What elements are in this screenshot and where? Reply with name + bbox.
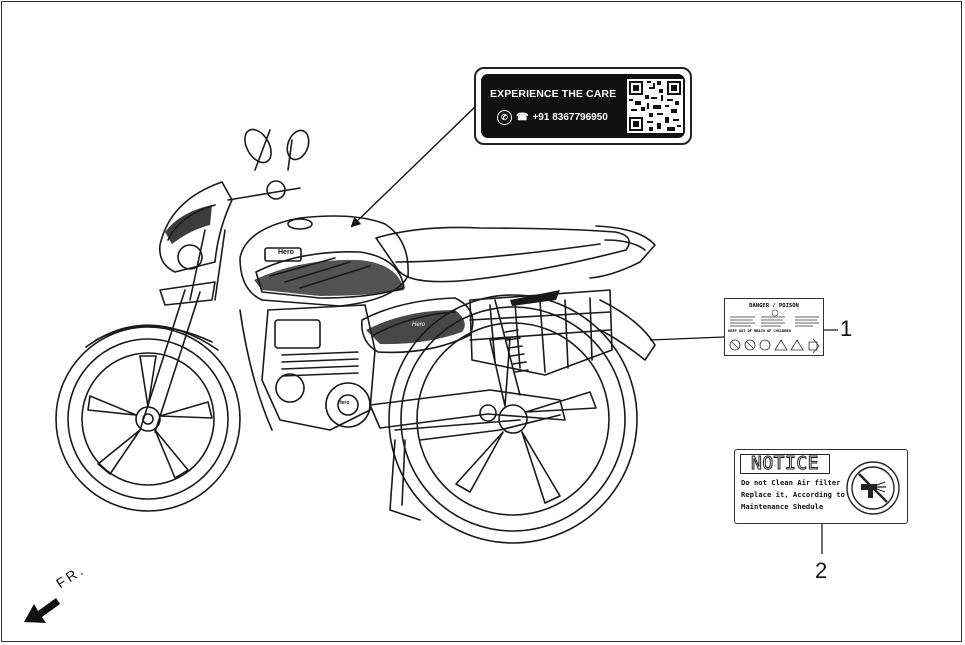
qr-code [627,79,683,133]
callout-1-leader [649,336,725,341]
danger-poison-label: DANGER / POISON KEEP OUT OF REACH OF CHI… [724,298,824,356]
whatsapp-icon: ✆ [497,110,512,125]
callout-2: 2 [815,558,828,583]
care-label-title: EXPERIENCE THE CARE [490,88,617,100]
danger-label-fine-print [730,309,819,327]
phone-icon: ☎ [516,112,529,123]
danger-label-title: DANGER / POISON [749,303,799,309]
care-label-phone-row: ✆ ☎ +91 8367796950 [497,110,608,125]
care-label: EXPERIENCE THE CARE ✆ ☎ +91 8367796950 [474,67,692,145]
side-brand-text: Hero [412,322,426,328]
danger-label-keep-out: KEEP OUT OF REACH OF CHILDREN [728,329,791,333]
notice-label: NOTICE Do not Clean Air filter Replace i… [734,449,908,524]
callout-1: 1 [840,316,853,341]
no-air-spray-icon [846,461,900,515]
engine-brand-text: Hero [338,400,350,406]
notice-label-heading: NOTICE [740,454,830,474]
tank-brand-text: Hero [278,249,294,256]
care-label-leader [350,103,479,228]
care-label-phone: +91 8367796950 [532,112,608,123]
front-direction-arrow [24,598,60,623]
notice-label-line-2: Replace it, According to [741,490,845,499]
care-label-panel: EXPERIENCE THE CARE ✆ ☎ +91 8367796950 [481,74,685,138]
notice-label-line-3: Maintenance Shedule [741,502,824,511]
notice-label-line-1: Do not Clean Air filter [741,478,841,487]
danger-label-symbols [729,338,820,354]
